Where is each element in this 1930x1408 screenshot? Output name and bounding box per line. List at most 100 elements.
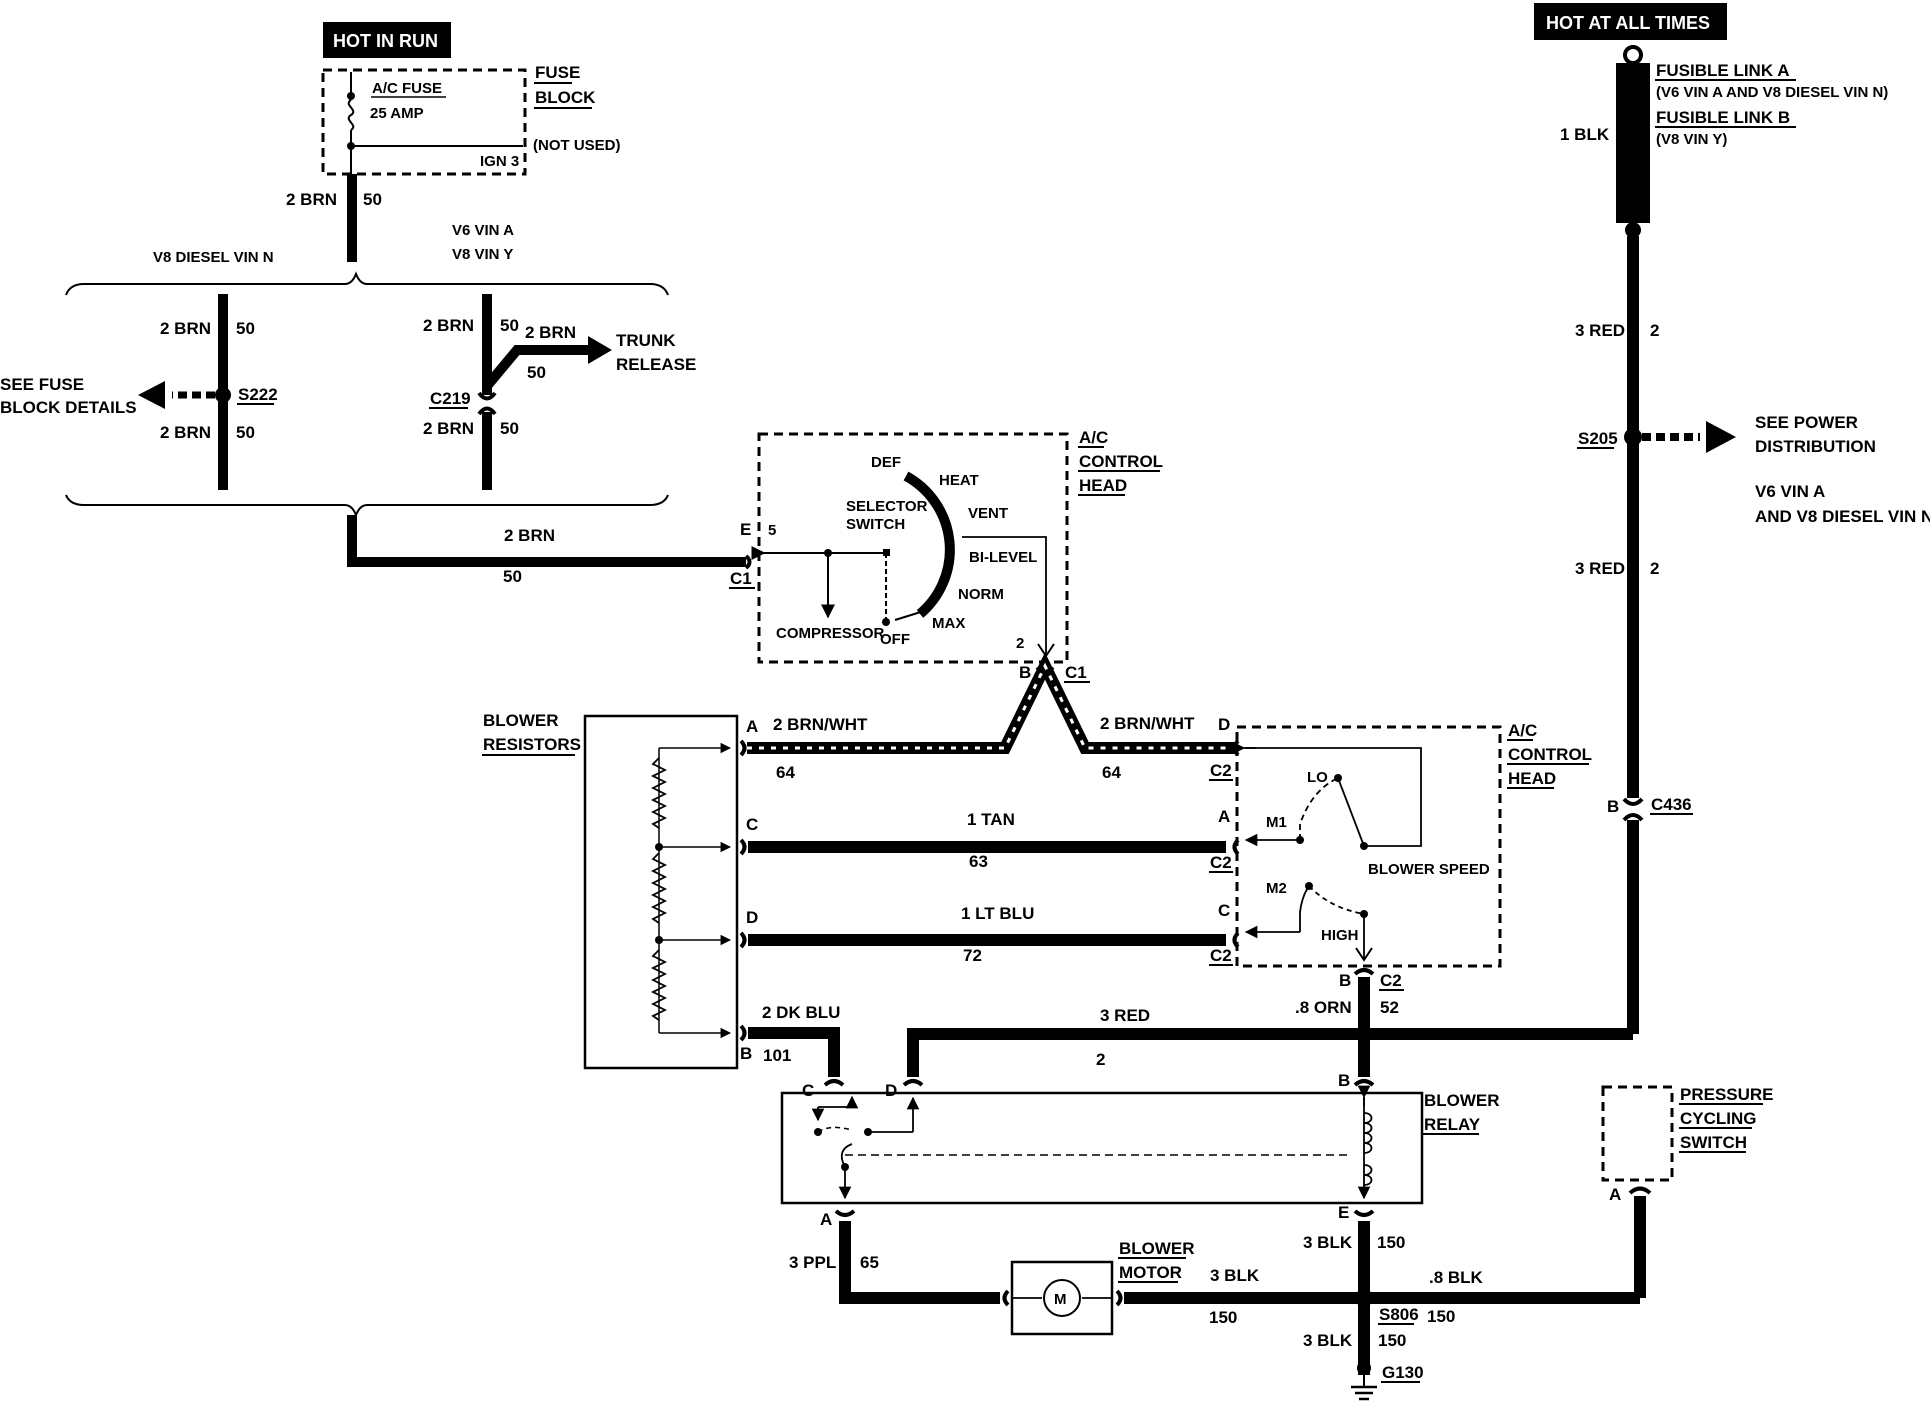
- svg-text:.8 ORN: .8 ORN: [1295, 998, 1352, 1017]
- fuse-block: FUSE BLOCK A/C FUSE 25 AMP (NOT USED) IG…: [321, 63, 621, 176]
- svg-text:D: D: [1218, 715, 1230, 734]
- fusible-link: 1 BLK FUSIBLE LINK A (V6 VIN A AND V8 DI…: [1560, 45, 1888, 238]
- svg-text:BLOWER: BLOWER: [1424, 1091, 1500, 1110]
- svg-text:V6 VIN A: V6 VIN A: [1755, 482, 1825, 501]
- svg-text:50: 50: [500, 419, 519, 438]
- svg-text:50: 50: [236, 423, 255, 442]
- svg-text:SWITCH: SWITCH: [1680, 1133, 1747, 1152]
- svg-text:HOT IN RUN: HOT IN RUN: [333, 31, 438, 51]
- see-power-distribution: SEE POWER: [1755, 413, 1858, 432]
- svg-text:C: C: [1218, 901, 1230, 920]
- svg-text:150: 150: [1427, 1307, 1455, 1326]
- arrow-right-icon: [588, 336, 612, 364]
- svg-text:B: B: [740, 1044, 752, 1063]
- blower-motor: M BLOWER MOTOR: [1002, 1239, 1195, 1336]
- svg-text:2 BRN/WHT: 2 BRN/WHT: [1100, 714, 1195, 733]
- svg-text:S205: S205: [1578, 429, 1618, 448]
- svg-text:1 LT BLU: 1 LT BLU: [961, 904, 1034, 923]
- ac-fuse-label: A/C FUSE: [372, 80, 442, 97]
- svg-text:FUSIBLE LINK A: FUSIBLE LINK A: [1656, 61, 1789, 80]
- svg-text:SELECTOR: SELECTOR: [846, 498, 928, 515]
- svg-text:PRESSURE: PRESSURE: [1680, 1085, 1774, 1104]
- svg-text:FUSIBLE LINK B: FUSIBLE LINK B: [1656, 108, 1790, 127]
- svg-text:2: 2: [1650, 321, 1659, 340]
- svg-text:3 RED: 3 RED: [1100, 1006, 1150, 1025]
- svg-text:A/C: A/C: [1079, 428, 1108, 447]
- svg-text:V6 VIN A: V6 VIN A: [452, 222, 514, 239]
- svg-text:HEAD: HEAD: [1508, 769, 1556, 788]
- svg-text:V8 VIN Y: V8 VIN Y: [452, 246, 513, 263]
- svg-text:C2: C2: [1210, 761, 1232, 780]
- svg-text:B: B: [1019, 663, 1031, 682]
- trunk-release-label: TRUNK: [616, 331, 676, 350]
- hot-in-run-label: HOT IN RUN: [323, 22, 451, 58]
- svg-text:C2: C2: [1380, 971, 1402, 990]
- svg-text:50: 50: [363, 190, 382, 209]
- svg-text:A: A: [1609, 1185, 1621, 1204]
- svg-text:1 BLK: 1 BLK: [1560, 125, 1610, 144]
- svg-text:RESISTORS: RESISTORS: [483, 735, 581, 754]
- svg-text:25 AMP: 25 AMP: [370, 105, 424, 122]
- svg-text:C1: C1: [1065, 663, 1087, 682]
- svg-text:VENT: VENT: [968, 505, 1008, 522]
- svg-text:D: D: [885, 1081, 897, 1100]
- splice-s806: [1355, 1289, 1373, 1307]
- svg-text:B: B: [1338, 1071, 1350, 1090]
- svg-text:2 DK BLU: 2 DK BLU: [762, 1003, 840, 1022]
- svg-text:2 BRN: 2 BRN: [160, 319, 211, 338]
- svg-text:COMPRESSOR: COMPRESSOR: [776, 625, 885, 642]
- svg-text:C2: C2: [1210, 946, 1232, 965]
- svg-text:E: E: [740, 520, 751, 539]
- option-brace-top: [65, 271, 669, 296]
- svg-text:RELEASE: RELEASE: [616, 355, 696, 374]
- svg-text:(V8 VIN Y): (V8 VIN Y): [1656, 131, 1727, 148]
- svg-text:2 BRN: 2 BRN: [286, 190, 337, 209]
- svg-text:C2: C2: [1210, 853, 1232, 872]
- blower-relay: C D B BLOWER RELAY A E: [780, 1071, 1500, 1229]
- svg-text:50: 50: [236, 319, 255, 338]
- see-fuse-block-details: SEE FUSE: [0, 375, 84, 394]
- svg-text:HEAT: HEAT: [939, 472, 979, 489]
- svg-text:A/C: A/C: [1508, 721, 1537, 740]
- svg-text:64: 64: [1102, 763, 1121, 782]
- arrow-right-icon: [1706, 421, 1736, 453]
- option-brace-bottom: [65, 494, 669, 518]
- splice-s205: [1624, 428, 1642, 446]
- svg-text:50: 50: [527, 363, 546, 382]
- svg-text:OFF: OFF: [880, 631, 910, 648]
- svg-text:64: 64: [776, 763, 795, 782]
- svg-text:3 BLK: 3 BLK: [1210, 1266, 1260, 1285]
- relay-coil-icon: [1363, 1112, 1373, 1154]
- svg-text:2 BRN: 2 BRN: [160, 423, 211, 442]
- svg-text:C436: C436: [1651, 795, 1692, 814]
- svg-text:2 BRN: 2 BRN: [525, 323, 576, 342]
- svg-text:HEAD: HEAD: [1079, 476, 1127, 495]
- svg-text:C219: C219: [430, 389, 471, 408]
- svg-text:1 TAN: 1 TAN: [967, 810, 1015, 829]
- svg-text:3 BLK: 3 BLK: [1303, 1233, 1353, 1252]
- svg-text:C1: C1: [730, 569, 752, 588]
- svg-text:C: C: [802, 1081, 814, 1100]
- svg-text:(V6 VIN A AND V8 DIESEL VIN N): (V6 VIN A AND V8 DIESEL VIN N): [1656, 84, 1888, 101]
- svg-text:.8 BLK: .8 BLK: [1429, 1268, 1484, 1287]
- svg-text:A: A: [820, 1210, 832, 1229]
- svg-text:G130: G130: [1382, 1363, 1424, 1382]
- ground-icon: [1351, 1375, 1377, 1401]
- svg-text:S222: S222: [238, 385, 278, 404]
- svg-text:DEF: DEF: [871, 454, 901, 471]
- svg-text:101: 101: [763, 1046, 791, 1065]
- svg-text:BI-LEVEL: BI-LEVEL: [969, 549, 1037, 566]
- svg-text:5: 5: [768, 522, 776, 539]
- svg-text:IGN 3: IGN 3: [480, 153, 519, 170]
- svg-text:CONTROL: CONTROL: [1079, 452, 1163, 471]
- v8-diesel-label: V8 DIESEL VIN N: [153, 249, 274, 266]
- hot-at-all-times-label: HOT AT ALL TIMES: [1534, 3, 1727, 40]
- svg-text:2 BRN: 2 BRN: [423, 419, 474, 438]
- svg-text:HOT AT ALL TIMES: HOT AT ALL TIMES: [1546, 13, 1710, 33]
- svg-text:3 PPL: 3 PPL: [789, 1253, 836, 1272]
- svg-text:NORM: NORM: [958, 586, 1004, 603]
- svg-text:M: M: [1054, 1291, 1067, 1308]
- svg-text:50: 50: [503, 567, 522, 586]
- svg-text:150: 150: [1377, 1233, 1405, 1252]
